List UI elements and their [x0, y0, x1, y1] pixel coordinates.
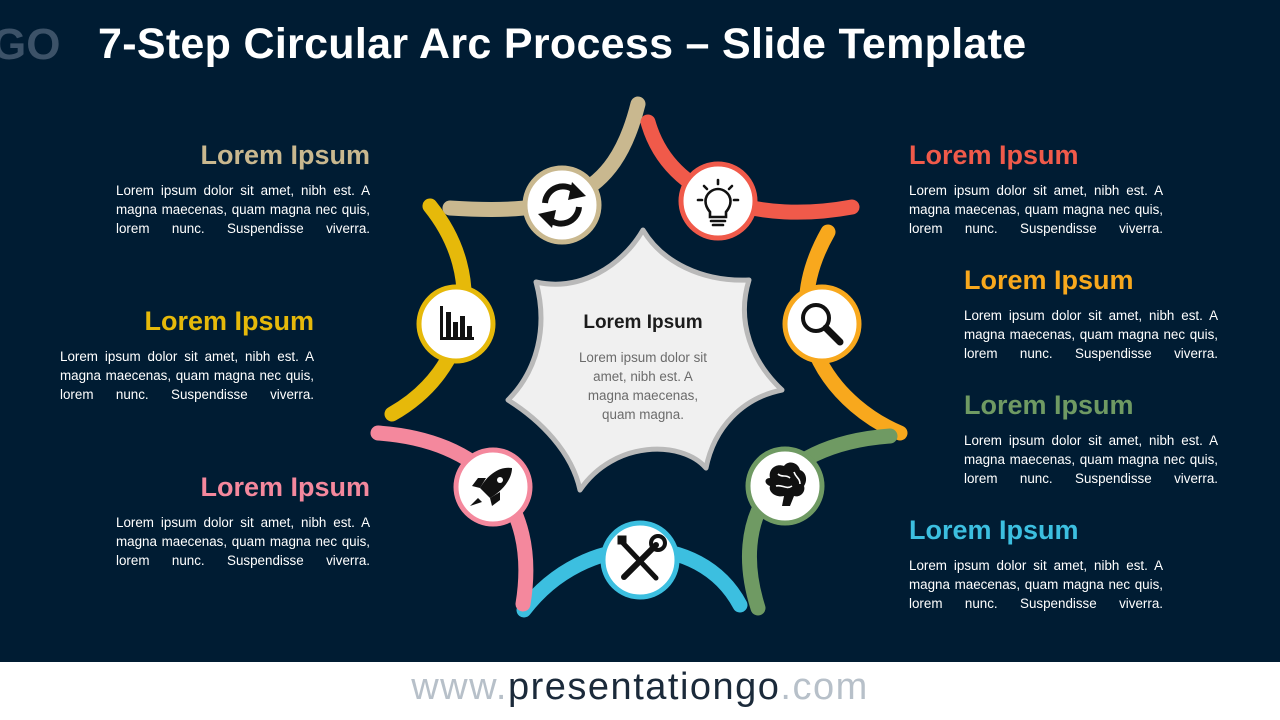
lightbulb-icon — [696, 178, 740, 227]
rocket-icon — [470, 467, 512, 506]
step-3-heading: Lorem Ipsum — [964, 265, 1134, 295]
step-4-node — [745, 446, 825, 526]
footer-url-domain: presentationgo — [508, 666, 781, 708]
footer-url-suffix: .com — [780, 666, 869, 708]
step-5-heading: Lorem Ipsum — [909, 515, 1079, 545]
footer-url[interactable]: www.presentationgo.com — [0, 666, 1280, 709]
step-4-text: Lorem Ipsum Lorem ipsum dolor sit amet, … — [964, 390, 1280, 488]
step-7-node — [416, 284, 496, 364]
refresh-arrow-head-b — [538, 210, 556, 228]
step-2-node — [678, 161, 758, 241]
slide: GO 7-Step Circular Arc Process – Slide T… — [0, 20, 1280, 618]
step-6-text: Lorem Ipsum Lorem ipsum dolor sit amet, … — [50, 472, 370, 570]
step-2-heading: Lorem Ipsum — [909, 140, 1079, 170]
step-5-node — [600, 520, 680, 600]
step-7-text: Lorem Ipsum Lorem ipsum dolor sit amet, … — [0, 306, 314, 404]
step-2-body: Lorem ipsum dolor sit amet, nibh est. A … — [909, 183, 1163, 236]
brain-icon — [765, 462, 807, 506]
logo-mark: GO — [0, 20, 61, 69]
step-4-body: Lorem ipsum dolor sit amet, nibh est. A … — [964, 433, 1218, 486]
tools-icon — [617, 534, 667, 581]
step-6-node — [453, 447, 533, 527]
center-body: Lorem ipsum dolor sit amet, nibh est. A … — [578, 350, 707, 422]
step-3-text: Lorem Ipsum Lorem ipsum dolor sit amet, … — [964, 265, 1280, 363]
step-6-heading: Lorem Ipsum — [200, 472, 370, 502]
footer-url-prefix: www. — [411, 666, 508, 708]
circular-arc-diagram — [370, 96, 908, 618]
step-3-body: Lorem ipsum dolor sit amet, nibh est. A … — [964, 308, 1218, 361]
magnifier-icon — [801, 303, 844, 346]
step-1-body: Lorem ipsum dolor sit amet, nibh est. A … — [116, 183, 370, 236]
step-1-node — [522, 165, 602, 245]
step-7-heading: Lorem Ipsum — [144, 306, 314, 336]
step-5-body: Lorem ipsum dolor sit amet, nibh est. A … — [909, 558, 1163, 611]
step-3-node — [782, 284, 862, 364]
slide-title: 7-Step Circular Arc Process – Slide Temp… — [98, 20, 1027, 68]
center-title: Lorem Ipsum — [583, 312, 703, 333]
step-2-text: Lorem Ipsum Lorem ipsum dolor sit amet, … — [909, 140, 1229, 238]
step-4-heading: Lorem Ipsum — [964, 390, 1134, 420]
bar-chart-icon — [440, 306, 474, 340]
step-7-body: Lorem ipsum dolor sit amet, nibh est. A … — [60, 349, 314, 402]
center-star-shape — [505, 227, 785, 493]
step-6-body: Lorem ipsum dolor sit amet, nibh est. A … — [116, 515, 370, 568]
step-1-text: Lorem Ipsum Lorem ipsum dolor sit amet, … — [50, 140, 370, 238]
footer: www.presentationgo.com — [0, 662, 1280, 720]
refresh-arrow-head-a — [568, 182, 586, 200]
step-1-heading: Lorem Ipsum — [200, 140, 370, 170]
step-5-text: Lorem Ipsum Lorem ipsum dolor sit amet, … — [909, 515, 1229, 613]
